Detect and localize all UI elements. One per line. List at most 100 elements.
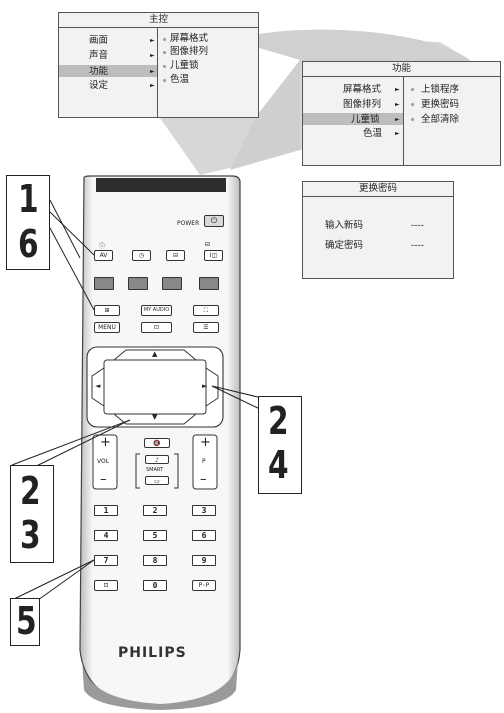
arrow-up-icon[interactable]: ▲ [152,350,158,358]
chevron-right-icon: ► [150,68,155,75]
smart-label: SMART [146,467,164,473]
step-number: 6 [18,222,39,266]
digit-5[interactable]: 5 [143,530,167,541]
bullet-icon [163,51,166,54]
function-submenu-clear-all[interactable]: 全部清除 [421,114,460,125]
main-submenu-item: 屏幕格式 [170,33,209,44]
bullet-icon [163,79,166,82]
program-plus[interactable]: + [200,435,211,450]
step-number: 2 [268,399,289,443]
smart-bracket [135,453,179,489]
power-button[interactable]: ⏻ [204,215,224,227]
digit-6[interactable]: 6 [192,530,216,541]
chevron-right-icon: ► [150,52,155,59]
new-code-value[interactable]: ---- [411,220,424,231]
smart-picture-button[interactable]: ▭ [145,476,169,485]
chevron-right-icon: ► [150,82,155,89]
arrow-right-icon[interactable]: ► [202,382,208,390]
function-submenu-lock-program[interactable]: 上锁程序 [421,84,460,95]
main-submenu-item: 儿童锁 [170,60,199,71]
vol-minus[interactable]: – [100,472,107,487]
function-menu-divider [403,76,404,165]
confirm-code-value[interactable]: ---- [411,240,424,251]
function-menu-item-format[interactable]: 屏幕格式 [343,84,382,95]
main-menu-item-sound[interactable]: 声音 [89,50,109,61]
step-number: 1 [18,177,39,221]
change-code-box: 更换密码 输入新码 ---- 确定密码 ---- [302,181,454,279]
arrow-left-icon[interactable]: ◄ [95,382,101,390]
subtitle-button[interactable]: ☰ [193,322,219,333]
main-menu-item-features[interactable]: 功能 [89,66,109,77]
chevron-right-icon: ► [395,116,400,123]
yellow-key[interactable] [162,277,182,290]
arrow-down-icon[interactable]: ▼ [152,413,158,421]
teletext-button[interactable]: ⊟ [166,250,185,261]
bullet-icon [411,103,414,106]
program-rocker[interactable] [192,434,218,490]
timer-button[interactable]: ◷ [132,250,151,261]
vol-label: VOL [97,458,110,465]
digit-4[interactable]: 4 [94,530,118,541]
bullet-icon [163,65,166,68]
step-number: 5 [16,599,37,643]
chevron-right-icon: ► [150,37,155,44]
av-button[interactable]: AV [94,250,113,261]
step-panel-left-mid [10,465,54,563]
function-menu-item-arrange[interactable]: 图像排列 [343,99,382,110]
step-panel-left-top [6,175,50,270]
function-menu-item-color-temp[interactable]: 色温 [363,128,383,139]
digit-9[interactable]: 9 [192,555,216,566]
function-submenu-change-code[interactable]: 更换密码 [421,99,460,110]
function-menu-title: 功能 [303,62,500,77]
program-label: P [202,458,206,465]
confirm-code-label: 确定密码 [325,240,364,251]
teletext-icon: ⊟ [205,241,211,248]
green-key[interactable] [128,277,148,290]
blue-key[interactable] [199,277,219,290]
bullet-icon [411,88,414,91]
function-menu: 功能 屏幕格式 图像排列 儿童锁 色温 ► ► ► ► 上锁程序 更换密码 全部… [302,61,501,166]
main-menu: 主控 画面 声音 功能 设定 ► ► ► ► 屏幕格式 图像排列 儿童锁 色温 [58,12,259,118]
nav-pad [86,346,224,428]
digit-1[interactable]: 1 [94,505,118,516]
surround-button[interactable]: ⊞ [94,305,120,316]
bullet-icon [411,118,414,121]
main-submenu-item: 图像排列 [170,46,209,57]
chevron-right-icon: ► [395,130,400,137]
function-menu-item-child-lock[interactable]: 儿童锁 [351,114,380,125]
split-button[interactable]: I◫ [204,250,223,261]
chevron-right-icon: ► [395,86,400,93]
pp-button[interactable]: P◦P [192,580,216,591]
menu-button[interactable]: MENU [94,322,120,333]
picture-button[interactable]: ⊡ [141,322,172,333]
source-button[interactable]: ⊡ [94,580,118,591]
vol-rocker[interactable] [92,434,118,490]
digit-2[interactable]: 2 [143,505,167,516]
main-submenu-item: 色温 [170,74,190,85]
red-key[interactable] [94,277,114,290]
digit-8[interactable]: 8 [143,555,167,566]
step-number: 3 [20,513,41,557]
main-menu-item-settings[interactable]: 设定 [89,80,109,91]
function-menu-highlight [303,113,403,125]
step-panel-right [258,396,302,494]
smart-sound-button[interactable]: ♪ [145,455,169,464]
mute-button[interactable]: 🔇 [144,438,170,448]
step-number: 2 [20,469,41,513]
digit-7[interactable]: 7 [94,555,118,566]
change-code-title: 更换密码 [303,182,453,197]
vol-plus[interactable]: + [100,435,111,450]
main-menu-divider [157,27,158,117]
step-panel-left-bottom [10,598,40,646]
format-button[interactable]: ⛶ [193,305,219,316]
digit-0[interactable]: 0 [143,580,167,591]
info-icon: ⓘ [99,243,106,250]
digit-3[interactable]: 3 [192,505,216,516]
bullet-icon [163,38,166,41]
my-audio-button[interactable]: MY AUDIO [141,305,172,316]
main-menu-title: 主控 [59,13,258,28]
program-minus[interactable]: – [200,472,207,487]
main-menu-item-picture[interactable]: 画面 [89,35,109,46]
chevron-right-icon: ► [395,101,400,108]
